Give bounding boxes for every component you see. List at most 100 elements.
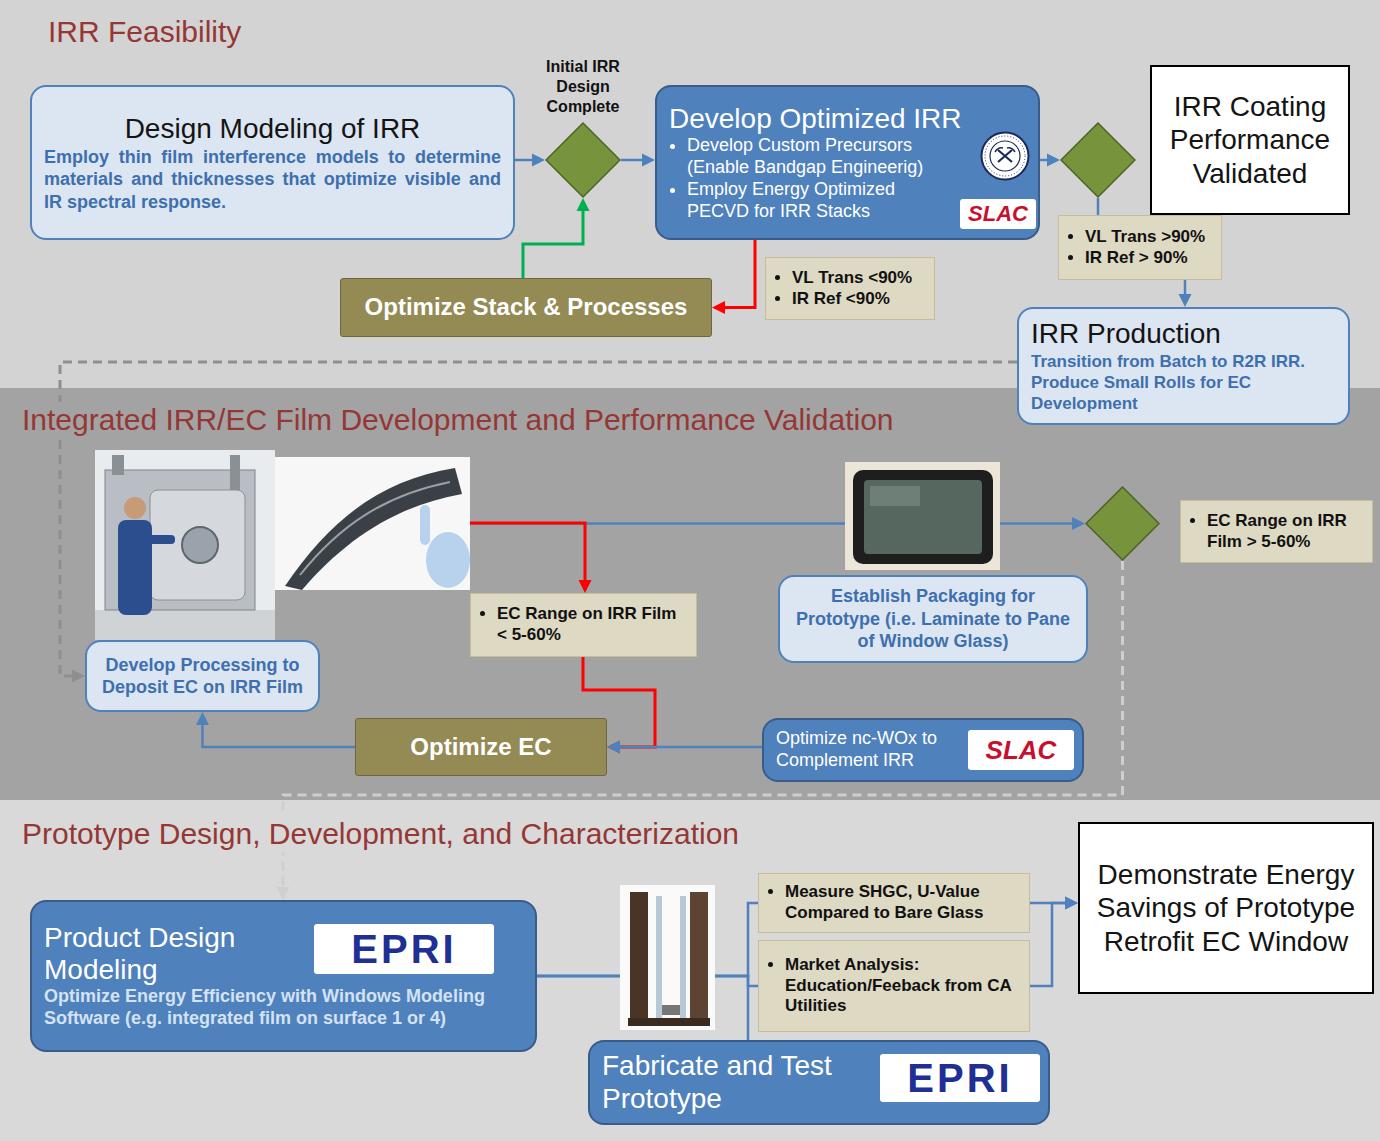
- decision-diamond-outline: [1061, 123, 1135, 197]
- arrowhead: [532, 154, 545, 167]
- process-box: Develop Optimized IRRDevelop Custom Prec…: [655, 85, 1040, 240]
- photo-ground: [95, 450, 275, 640]
- glove-finger: [420, 505, 430, 545]
- university-seal: [980, 131, 1030, 181]
- condition-box: VL Trans <90%IR Ref <90%: [765, 257, 935, 320]
- flexible-film-photo: [275, 457, 470, 590]
- bullet-item: Employ Energy Optimized PECVD for IRR St…: [687, 179, 940, 223]
- arrowhead: [1065, 897, 1078, 910]
- process-box: Establish Packaging for Prototype (i.e. …: [778, 575, 1088, 663]
- sample-frame: [853, 470, 993, 564]
- bullet-item: VL Trans <90%: [792, 268, 926, 289]
- process-box: IRR ProductionTransition from Batch to R…: [1017, 307, 1350, 425]
- photo-ground: [275, 457, 470, 590]
- bullet-list: EC Range on IRR Film < 5-60%: [479, 604, 688, 645]
- sample-glass: [864, 480, 982, 554]
- operator-body: [118, 520, 152, 615]
- logo-text: EPRI: [351, 929, 456, 969]
- loop-box: Optimize Stack & Processes: [340, 278, 712, 337]
- connector: [1040, 154, 1060, 167]
- arrowhead: [196, 712, 209, 725]
- connector: [1179, 280, 1192, 307]
- box-text: Optimize Energy Efficiency with Windows …: [44, 986, 523, 1030]
- connector: [607, 741, 762, 754]
- process-box: Design Modeling of IRREmploy thin film i…: [30, 85, 515, 240]
- loop-label: Optimize EC: [364, 733, 598, 762]
- bullet-item: EC Range on IRR Film > 5-60%: [1207, 511, 1364, 552]
- university-seal-mark: [982, 133, 1029, 180]
- window-sill: [628, 1018, 710, 1026]
- bullet-list: EC Range on IRR Film > 5-60%: [1189, 511, 1364, 552]
- connector-line: [283, 561, 1123, 894]
- glove: [426, 532, 470, 588]
- arrowhead: [72, 670, 85, 683]
- box-text: Transition from Batch to R2R IRR. Produc…: [1031, 351, 1336, 415]
- arrowhead: [1047, 154, 1060, 167]
- arrowhead: [712, 301, 725, 314]
- connector-line: [1030, 903, 1072, 986]
- arrowhead: [607, 741, 620, 754]
- process-box: Fabricate and Test PrototypeEPRI: [588, 1040, 1050, 1125]
- bullet-item: Market Analysis: Education/Feeback from …: [785, 955, 1021, 1017]
- pane-spacer: [662, 1005, 680, 1015]
- machine-pipe: [112, 455, 124, 475]
- connector: [712, 240, 755, 314]
- process-box: Optimize nc-WOx to Complement IRRSLAC: [762, 718, 1084, 782]
- condition-box: Measure SHGC, U-Value Compared to Bare G…: [758, 873, 1030, 933]
- box-title: IRR Production: [1031, 317, 1336, 351]
- connector: [583, 657, 655, 754]
- connector: [277, 561, 1123, 900]
- connector: [523, 198, 590, 278]
- vacuum-chamber: [150, 490, 245, 600]
- connector-line: [1097, 198, 1100, 215]
- window-sample-photo: [845, 462, 1000, 570]
- logo-badge: EPRI: [880, 1054, 1040, 1102]
- glass-reflection: [870, 486, 920, 506]
- bullet-item: Develop Custom Precursors (Enable Bandga…: [687, 135, 940, 179]
- box-text: Employ thin film interference models to …: [44, 146, 501, 214]
- bullet-list: Measure SHGC, U-Value Compared to Bare G…: [767, 882, 1021, 923]
- decision-diamond-outline: [1086, 487, 1159, 560]
- condition-box: VL Trans >90%IR Ref > 90%: [1058, 215, 1222, 280]
- box-title: Design Modeling of IRR: [44, 112, 501, 146]
- logo-badge: SLAC: [960, 199, 1036, 229]
- logo-text: EPRI: [907, 1058, 1012, 1098]
- condition-box: Market Analysis: Education/Feeback from …: [758, 940, 1030, 1032]
- connector: [196, 712, 355, 747]
- section-band: IRR FeasibilityDesign Modeling of IRREmp…: [0, 0, 1380, 388]
- operator-head: [124, 497, 146, 519]
- connector-line: [203, 718, 356, 747]
- window-frame: [630, 892, 648, 1024]
- picture-ground: [620, 885, 715, 1030]
- window-section-picture: [620, 885, 715, 1030]
- decision-diamond-shape: [1085, 486, 1160, 561]
- decision-label: Initial IRR Design Complete: [523, 57, 643, 117]
- bullet-item: IR Ref > 90%: [1085, 248, 1213, 269]
- photo-floor: [95, 610, 275, 640]
- bullet-item: EC Range on IRR Film < 5-60%: [497, 604, 688, 645]
- process-box: Develop Processing to Deposit EC on IRR …: [85, 640, 320, 712]
- machine-pipe: [230, 455, 240, 490]
- connector: [515, 154, 545, 167]
- connector: [1098, 198, 1099, 215]
- logo-text: SLAC: [986, 737, 1057, 763]
- condition-box: EC Range on IRR Film < 5-60%: [470, 593, 697, 657]
- deposition-machine-photo: [95, 450, 275, 640]
- section-heading: Integrated IRR/EC Film Development and P…: [18, 402, 898, 438]
- bullet-list: VL Trans >90%IR Ref > 90%: [1067, 227, 1213, 268]
- box-title: Demonstrate Energy Savings of Prototype …: [1090, 858, 1362, 959]
- decision-diamond: Initial IRR Design Complete: [545, 122, 621, 198]
- decision-diamond-shape: [545, 122, 621, 198]
- bullet-item: VL Trans >90%: [1085, 227, 1213, 248]
- section-heading: Prototype Design, Development, and Chara…: [18, 816, 743, 852]
- connector-line: [523, 204, 583, 278]
- box-text: Develop Processing to Deposit EC on IRR …: [99, 654, 306, 699]
- arrowhead: [642, 154, 655, 167]
- milestone-box: IRR Coating Performance Validated: [1150, 65, 1350, 215]
- logo-badge: EPRI: [314, 924, 494, 974]
- section-heading: IRR Feasibility: [44, 14, 245, 50]
- connector-line: [583, 657, 655, 747]
- bullet-list: VL Trans <90%IR Ref <90%: [774, 268, 926, 309]
- loop-label: Optimize Stack & Processes: [349, 293, 703, 322]
- glass-pane: [656, 896, 662, 1020]
